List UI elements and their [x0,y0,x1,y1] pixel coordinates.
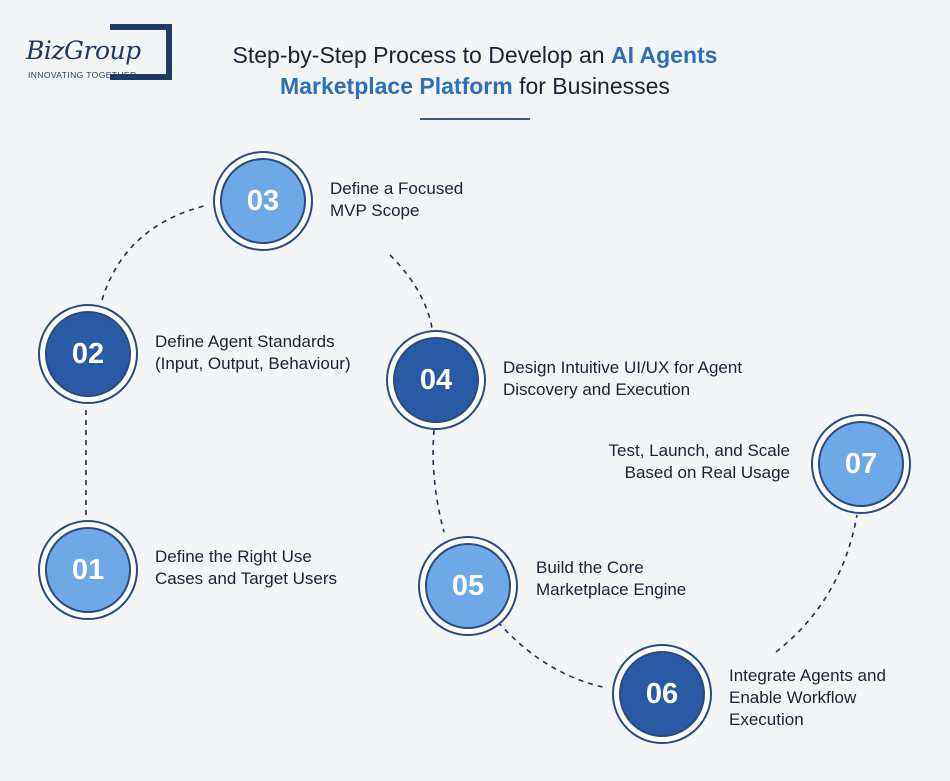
step-02-badge: 02 [45,311,131,397]
title-line1-highlight: AI Agents [610,42,718,68]
step-03-badge: 03 [220,158,306,244]
bizgroup-logo: BizGroup INNOVATING TOGETHER [22,24,172,84]
step-07-label-line2: Based on Real Usage [624,463,790,482]
step-04-badge: 04 [393,337,479,423]
title-line2-highlight: Marketplace Platform [280,73,513,99]
connector-03-04 [389,254,433,329]
step-01-label-line2: Cases and Target Users [155,569,338,588]
step-02-label-line2: (Input, Output, Behaviour) [155,354,351,373]
logo-frame [110,24,172,80]
step-06-label: Integrate Agents and Enable Workflow Exe… [729,665,886,731]
step-04-label-line2: Discovery and Execution [503,380,691,399]
title-underline [420,118,530,120]
connector-06-07 [775,514,858,653]
step-03-label-line2: MVP Scope [330,201,420,220]
step-03-label-line1: Define a Focused [330,179,464,198]
step-06-label-line3: Execution [729,710,804,729]
step-01-badge: 01 [45,527,131,613]
step-04-label: Design Intuitive UI/UX for Agent Discove… [503,357,742,401]
title-line1-plain: Step-by-Step Process to Develop an [232,42,611,68]
step-07-label-line1: Test, Launch, and Scale [608,441,790,460]
step-07-badge: 07 [818,421,904,507]
step-05-label-line1: Build the Core [536,558,644,577]
connector-02-03 [101,204,209,301]
step-02-label: Define Agent Standards (Input, Output, B… [155,331,351,375]
step-05-badge: 05 [425,543,511,629]
step-02-label-line1: Define Agent Standards [155,332,335,351]
step-06-badge: 06 [619,651,705,737]
step-01-label: Define the Right Use Cases and Target Us… [155,546,337,590]
step-05-label-line2: Marketplace Engine [536,580,687,599]
step-07-label: Test, Launch, and Scale Based on Real Us… [560,440,790,484]
connector-05-06 [497,621,608,689]
step-01-label-line1: Define the Right Use [155,547,312,566]
logo-tagline: INNOVATING TOGETHER [28,70,137,80]
step-03-label: Define a Focused MVP Scope [330,178,463,222]
page-title: Step-by-Step Process to Develop an AI Ag… [180,40,770,102]
step-06-label-line2: Enable Workflow [729,688,857,707]
logo-name: BizGroup [26,36,141,65]
title-line2-plain: for Businesses [512,73,670,99]
step-06-label-line1: Integrate Agents and [729,666,886,685]
step-04-label-line1: Design Intuitive UI/UX for Agent [503,358,743,377]
step-05-label: Build the Core Marketplace Engine [536,557,686,601]
connector-04-05 [432,429,445,533]
